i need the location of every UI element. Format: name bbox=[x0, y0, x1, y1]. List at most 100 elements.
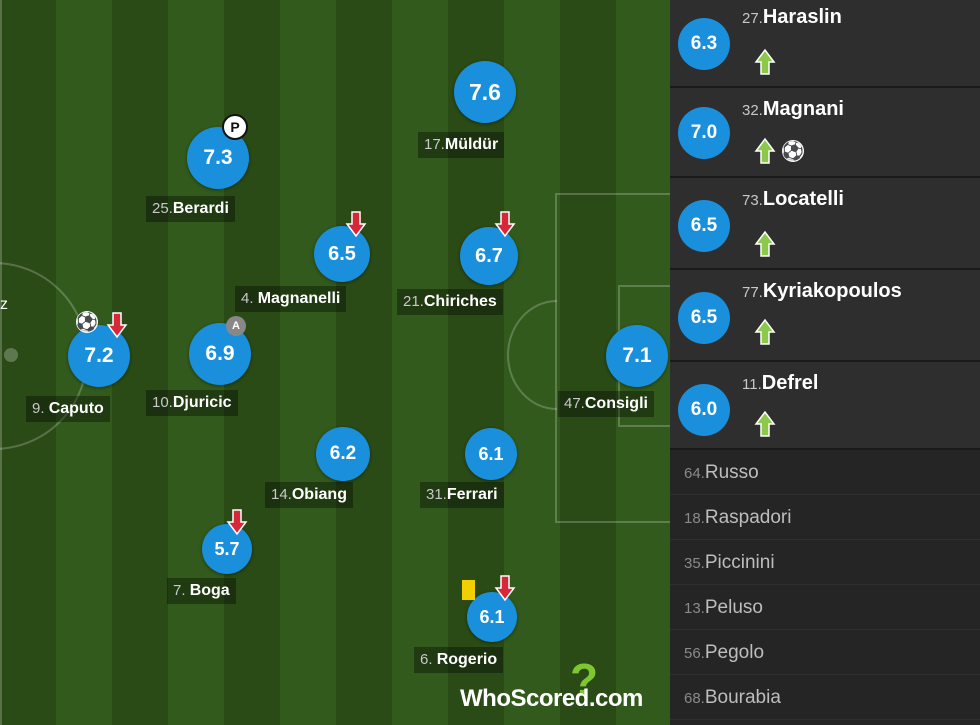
sub-off-arrow-icon bbox=[494, 574, 516, 602]
sub-off-arrow-icon bbox=[494, 210, 516, 238]
player-name-label[interactable]: 14.Obiang bbox=[265, 482, 353, 508]
penalty-icon: P bbox=[222, 114, 248, 140]
sub-row-used[interactable]: 7.0 32.Magnani ⚽ bbox=[670, 88, 980, 178]
player-name: Rogerio bbox=[436, 651, 498, 668]
sub-row-unused[interactable]: 18.Raspadori bbox=[670, 495, 980, 540]
sub-icons: ⚽ bbox=[754, 137, 810, 165]
sub-off-arrow-icon bbox=[226, 508, 248, 536]
player-rating[interactable]: 6.1 bbox=[465, 428, 517, 480]
sub-rating[interactable]: 7.0 bbox=[678, 107, 730, 159]
player-name: Djuricic bbox=[172, 394, 232, 411]
player-rating[interactable]: 6.2 bbox=[316, 427, 370, 481]
player-name: Müldür bbox=[444, 136, 499, 153]
sub-number: 64. bbox=[684, 465, 705, 482]
player-number: 14. bbox=[271, 486, 292, 503]
sub-on-arrow-icon bbox=[754, 230, 776, 258]
assist-icon: A bbox=[226, 316, 246, 336]
sub-name: Russo bbox=[704, 462, 759, 483]
player-name: Boga bbox=[189, 582, 230, 599]
player-name: Consigli bbox=[584, 395, 648, 412]
sub-name: Pegolo bbox=[704, 642, 765, 663]
sub-row-unused[interactable]: 64.Russo bbox=[670, 450, 980, 495]
player-name: Caputo bbox=[48, 400, 104, 417]
sub-name-label: 27.Haraslin bbox=[742, 6, 842, 29]
sub-number: 56. bbox=[684, 645, 705, 662]
sub-row-used[interactable]: 6.0 11.Defrel bbox=[670, 362, 980, 450]
player-name-label[interactable]: 10.Djuricic bbox=[146, 390, 238, 416]
sub-row-unused[interactable]: 56.Pegolo bbox=[670, 630, 980, 675]
sub-row-unused[interactable]: 68.Bourabia bbox=[670, 675, 980, 720]
sub-name: Haraslin bbox=[762, 6, 842, 28]
player-rating[interactable]: 7.1 bbox=[606, 325, 668, 387]
sub-off-arrow-icon bbox=[345, 210, 367, 238]
sub-rating[interactable]: 6.3 bbox=[678, 18, 730, 70]
player-name-label[interactable]: 31.Ferrari bbox=[420, 482, 504, 508]
player-rating[interactable]: 6.1 bbox=[467, 592, 517, 642]
sub-number: 77. bbox=[742, 284, 763, 301]
sub-name-label: 77.Kyriakopoulos bbox=[742, 280, 902, 303]
player-name-label[interactable]: 4. Magnanelli bbox=[235, 286, 347, 312]
sub-icons bbox=[754, 318, 782, 346]
player-name-label[interactable]: 9. Caputo bbox=[26, 396, 110, 422]
sub-rating[interactable]: 6.5 bbox=[678, 200, 730, 252]
sub-name: Piccinini bbox=[704, 552, 775, 573]
whoscored-logo: ? WhoScored.com bbox=[460, 654, 670, 725]
center-spot bbox=[4, 348, 18, 362]
sub-number: 32. bbox=[742, 102, 763, 119]
sub-name-label: 32.Magnani bbox=[742, 98, 844, 121]
sub-on-arrow-icon bbox=[754, 48, 776, 76]
sub-on-arrow-icon bbox=[754, 318, 776, 346]
player-rating[interactable]: 7.2 bbox=[68, 325, 130, 387]
player-number: 4. bbox=[241, 290, 258, 307]
player-number: 9. bbox=[32, 400, 49, 417]
goal-ball-icon: ⚽ bbox=[781, 140, 805, 162]
sub-off-arrow-icon bbox=[106, 311, 128, 339]
player-name-label[interactable]: 7. Boga bbox=[167, 578, 236, 604]
player-number: 7. bbox=[173, 582, 190, 599]
player-number: 6. bbox=[420, 651, 437, 668]
player-number: 10. bbox=[152, 394, 173, 411]
sub-on-arrow-icon bbox=[754, 410, 776, 438]
player-name: Ferrari bbox=[446, 486, 498, 503]
sub-row-used[interactable]: 6.3 27.Haraslin bbox=[670, 0, 980, 88]
sub-number: 35. bbox=[684, 555, 705, 572]
sub-rating[interactable]: 6.5 bbox=[678, 292, 730, 344]
sub-rating[interactable]: 6.0 bbox=[678, 384, 730, 436]
player-name-label[interactable]: 47.Consigli bbox=[558, 391, 654, 417]
yellow-card-icon bbox=[462, 580, 475, 600]
player-name: Chiriches bbox=[423, 293, 497, 310]
sub-name-label: 11.Defrel bbox=[742, 372, 818, 395]
player-number: 17. bbox=[424, 136, 445, 153]
sub-icons bbox=[754, 48, 782, 76]
player-name-label[interactable]: 25.Berardi bbox=[146, 196, 235, 222]
player-number: 31. bbox=[426, 486, 447, 503]
goal-ball-icon: ⚽ bbox=[75, 311, 99, 333]
player-name: Obiang bbox=[291, 486, 347, 503]
sub-row-unused[interactable]: 35.Piccinini bbox=[670, 540, 980, 585]
player-name-label[interactable]: 21.Chiriches bbox=[397, 289, 503, 315]
player-name-label[interactable]: 6. Rogerio bbox=[414, 647, 504, 673]
player-name-label[interactable]: 17.Müldür bbox=[418, 132, 505, 158]
sub-on-arrow-icon bbox=[754, 137, 776, 165]
player-number: 47. bbox=[564, 395, 585, 412]
sub-name: Bourabia bbox=[704, 687, 781, 708]
sub-name: Kyriakopoulos bbox=[762, 280, 902, 302]
player-rating[interactable]: 5.7 bbox=[202, 524, 252, 574]
sub-name: Defrel bbox=[761, 372, 819, 394]
sub-row-used[interactable]: 6.5 77.Kyriakopoulos bbox=[670, 270, 980, 362]
player-rating[interactable]: 6.7 bbox=[460, 227, 518, 285]
sub-number: 27. bbox=[742, 10, 763, 27]
brand-text: WhoScored.com bbox=[460, 685, 643, 713]
player-rating[interactable]: 6.5 bbox=[314, 226, 370, 282]
sub-number: 13. bbox=[684, 600, 705, 617]
player-number: 21. bbox=[403, 293, 424, 310]
sub-number: 73. bbox=[742, 192, 763, 209]
sub-row-unused[interactable]: 13.Peluso bbox=[670, 585, 980, 630]
player-name: Magnanelli bbox=[257, 290, 341, 307]
sub-name: Peluso bbox=[704, 597, 763, 618]
player-rating[interactable]: 7.6 bbox=[454, 61, 516, 123]
sub-number: 11. bbox=[742, 376, 762, 393]
